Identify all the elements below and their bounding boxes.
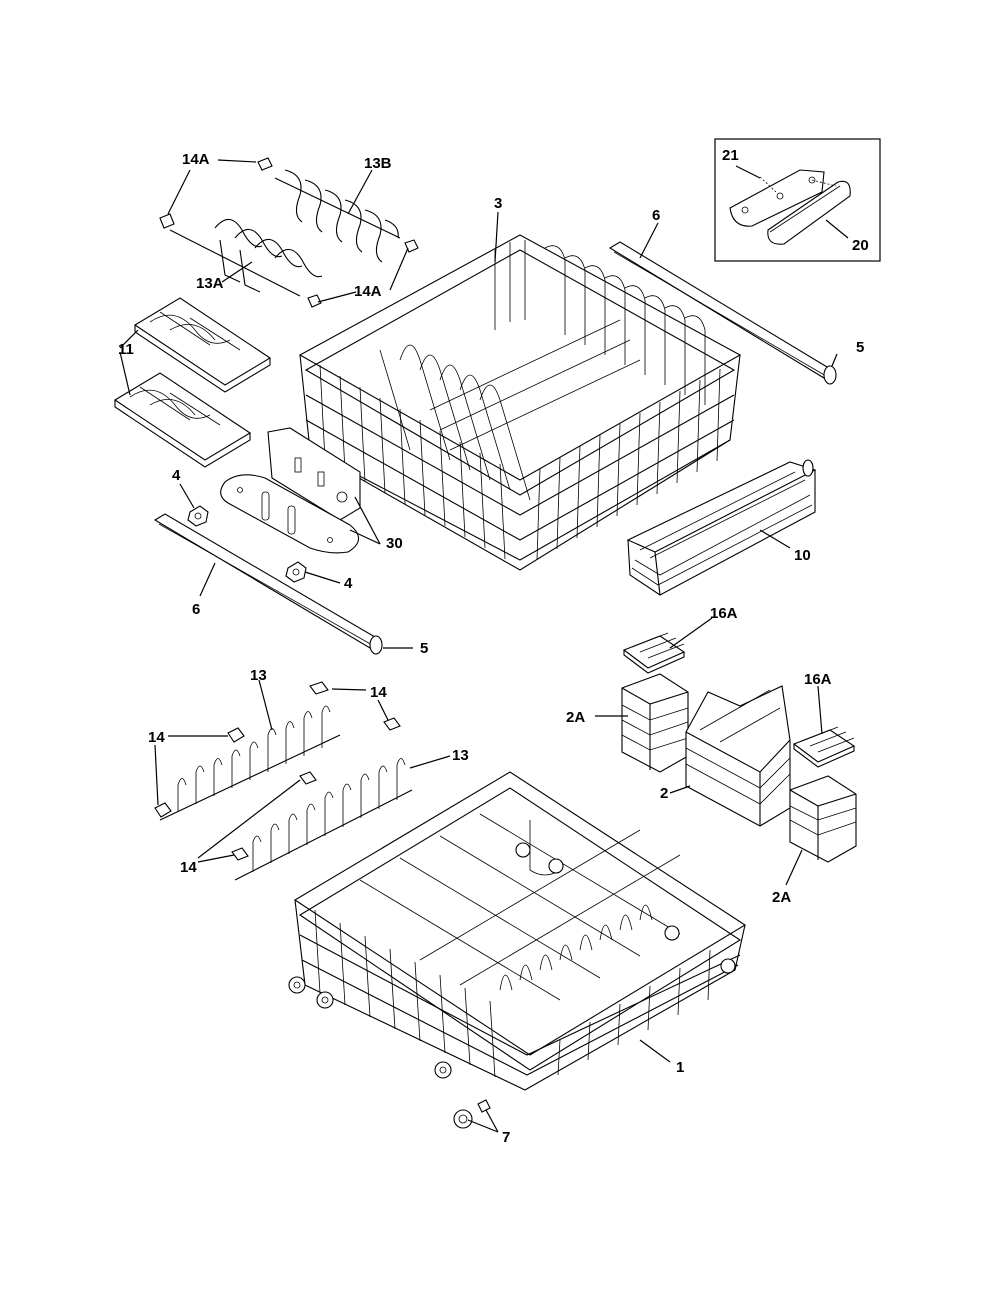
small-basket-2a-top	[621, 673, 689, 773]
rack-wheel-7	[453, 1099, 491, 1129]
upper-tine-row-13b	[274, 169, 401, 263]
upper-tine-row-13a	[169, 218, 323, 297]
basket-lid-16a-top	[622, 632, 686, 674]
label-5-bottom: 5	[420, 640, 428, 657]
label-2: 2	[660, 785, 668, 802]
label-16a-top: 16A	[710, 605, 738, 622]
label-16a-right: 16A	[804, 671, 832, 688]
upper-rack-3	[298, 234, 742, 571]
label-6-bottom: 6	[192, 601, 200, 618]
label-5-top: 5	[856, 339, 864, 356]
small-basket-2a-bottom	[789, 775, 857, 863]
label-1: 1	[676, 1059, 684, 1076]
leader-lines	[119, 159, 849, 1133]
label-21: 21	[722, 147, 739, 164]
label-14-bottom: 14	[180, 859, 197, 876]
label-11: 11	[118, 341, 134, 358]
large-basket-2	[685, 685, 791, 827]
end-caps-14a	[159, 157, 419, 308]
label-14a-mid: 14A	[354, 283, 382, 300]
cup-shelves-11	[113, 297, 272, 468]
label-10: 10	[794, 547, 811, 564]
callout-labels: 14A 13B 13A 14A 3 6 21 20 5 11 4 30 4 6 …	[118, 147, 869, 1146]
label-14-top: 14	[370, 684, 387, 701]
label-6-top: 6	[652, 207, 660, 224]
label-2a-bottom: 2A	[772, 889, 791, 906]
label-13a: 13A	[196, 275, 224, 292]
silverware-tray-10	[626, 459, 817, 596]
label-14-left: 14	[148, 729, 165, 746]
label-7: 7	[502, 1129, 510, 1146]
label-13b: 13B	[364, 155, 392, 172]
label-3: 3	[494, 195, 502, 212]
basket-lid-16a-right	[792, 726, 856, 768]
tine-clips-14	[154, 681, 401, 861]
label-30: 30	[386, 535, 403, 552]
rack-rail-6-upper	[608, 241, 837, 385]
label-2a-top: 2A	[566, 709, 585, 726]
rack-adjuster-30	[220, 427, 361, 554]
label-4-top: 4	[172, 467, 181, 484]
lower-tine-row-13-left	[159, 705, 341, 821]
label-14a-top: 14A	[182, 151, 210, 168]
rack-roller-4	[187, 505, 307, 583]
lower-rack-1	[288, 771, 747, 1091]
label-13-right: 13	[452, 747, 469, 764]
label-20: 20	[852, 237, 869, 254]
inset-box-parts-20-21	[714, 138, 881, 262]
label-13-left: 13	[250, 667, 267, 684]
rack-rail-6-lower	[153, 513, 383, 655]
label-4-bottom: 4	[344, 575, 353, 592]
lower-tine-row-13-right	[234, 758, 413, 881]
